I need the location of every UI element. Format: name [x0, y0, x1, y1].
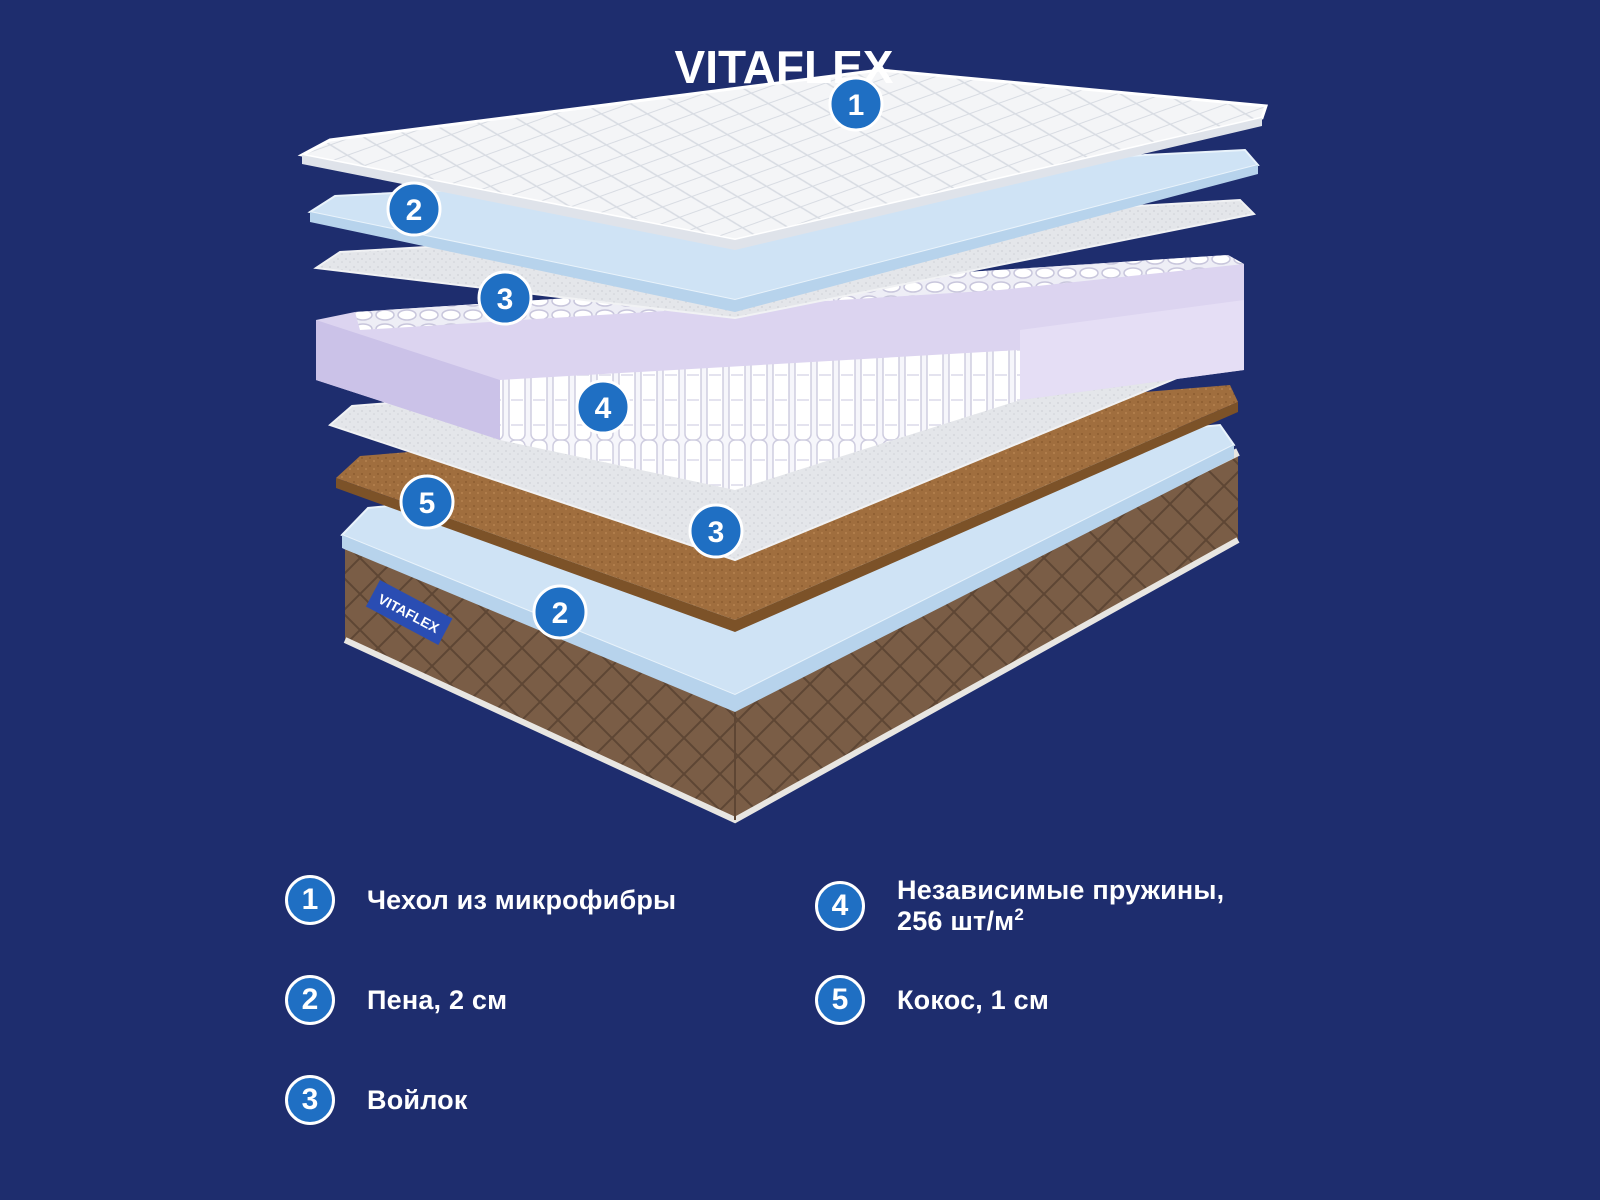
layer-badge-3-upper: 3: [477, 270, 533, 326]
svg-text:5: 5: [419, 487, 436, 520]
legend-item-cover: 1 Чехол из микрофибры: [285, 875, 676, 925]
svg-text:3: 3: [497, 283, 514, 316]
layer-springs: [316, 255, 1244, 490]
legend-label: Чехол из микрофибры: [367, 884, 677, 915]
legend-label: Войлок: [367, 1084, 468, 1115]
legend-label-line2: 256 шт/м2: [897, 905, 1025, 936]
legend-number-badge: 1: [285, 875, 335, 925]
layer-badge-5: 5: [399, 474, 455, 530]
layer-cover: [297, 68, 1269, 250]
legend-number-badge: 5: [815, 975, 865, 1025]
legend-number-badge: 3: [285, 1075, 335, 1125]
mattress-illustration: VITAFLEX VITAFLEX 1: [297, 41, 1269, 824]
layers-legend: 1 Чехол из микрофибры 2 Пена, 2 см 3 Вой…: [0, 860, 1600, 1200]
layer-badge-4: 4: [575, 379, 631, 435]
layer-badge-2-top: 2: [386, 181, 442, 237]
legend-label-line1: Независимые пружины,: [897, 875, 1225, 905]
legend-label: Пена, 2 см: [367, 984, 508, 1015]
legend-item-springs: 4 Независимые пружины, 256 шт/м2: [815, 875, 1224, 937]
legend-item-foam: 2 Пена, 2 см: [285, 975, 507, 1025]
svg-text:3: 3: [708, 516, 725, 549]
svg-text:2: 2: [406, 194, 423, 227]
legend-label: Кокос, 1 см: [897, 984, 1049, 1015]
svg-text:4: 4: [595, 392, 612, 425]
layer-badge-1: 1: [828, 76, 884, 132]
legend-label: Независимые пружины, 256 шт/м2: [897, 875, 1224, 937]
svg-text:2: 2: [552, 597, 569, 630]
legend-number-badge: 4: [815, 881, 865, 931]
layer-badge-3-lower: 3: [688, 503, 744, 559]
layer-badge-2-bottom: 2: [532, 584, 588, 640]
legend-number-badge: 2: [285, 975, 335, 1025]
legend-item-coconut: 5 Кокос, 1 см: [815, 975, 1049, 1025]
svg-text:1: 1: [848, 89, 865, 122]
legend-item-felt: 3 Войлок: [285, 1075, 468, 1125]
